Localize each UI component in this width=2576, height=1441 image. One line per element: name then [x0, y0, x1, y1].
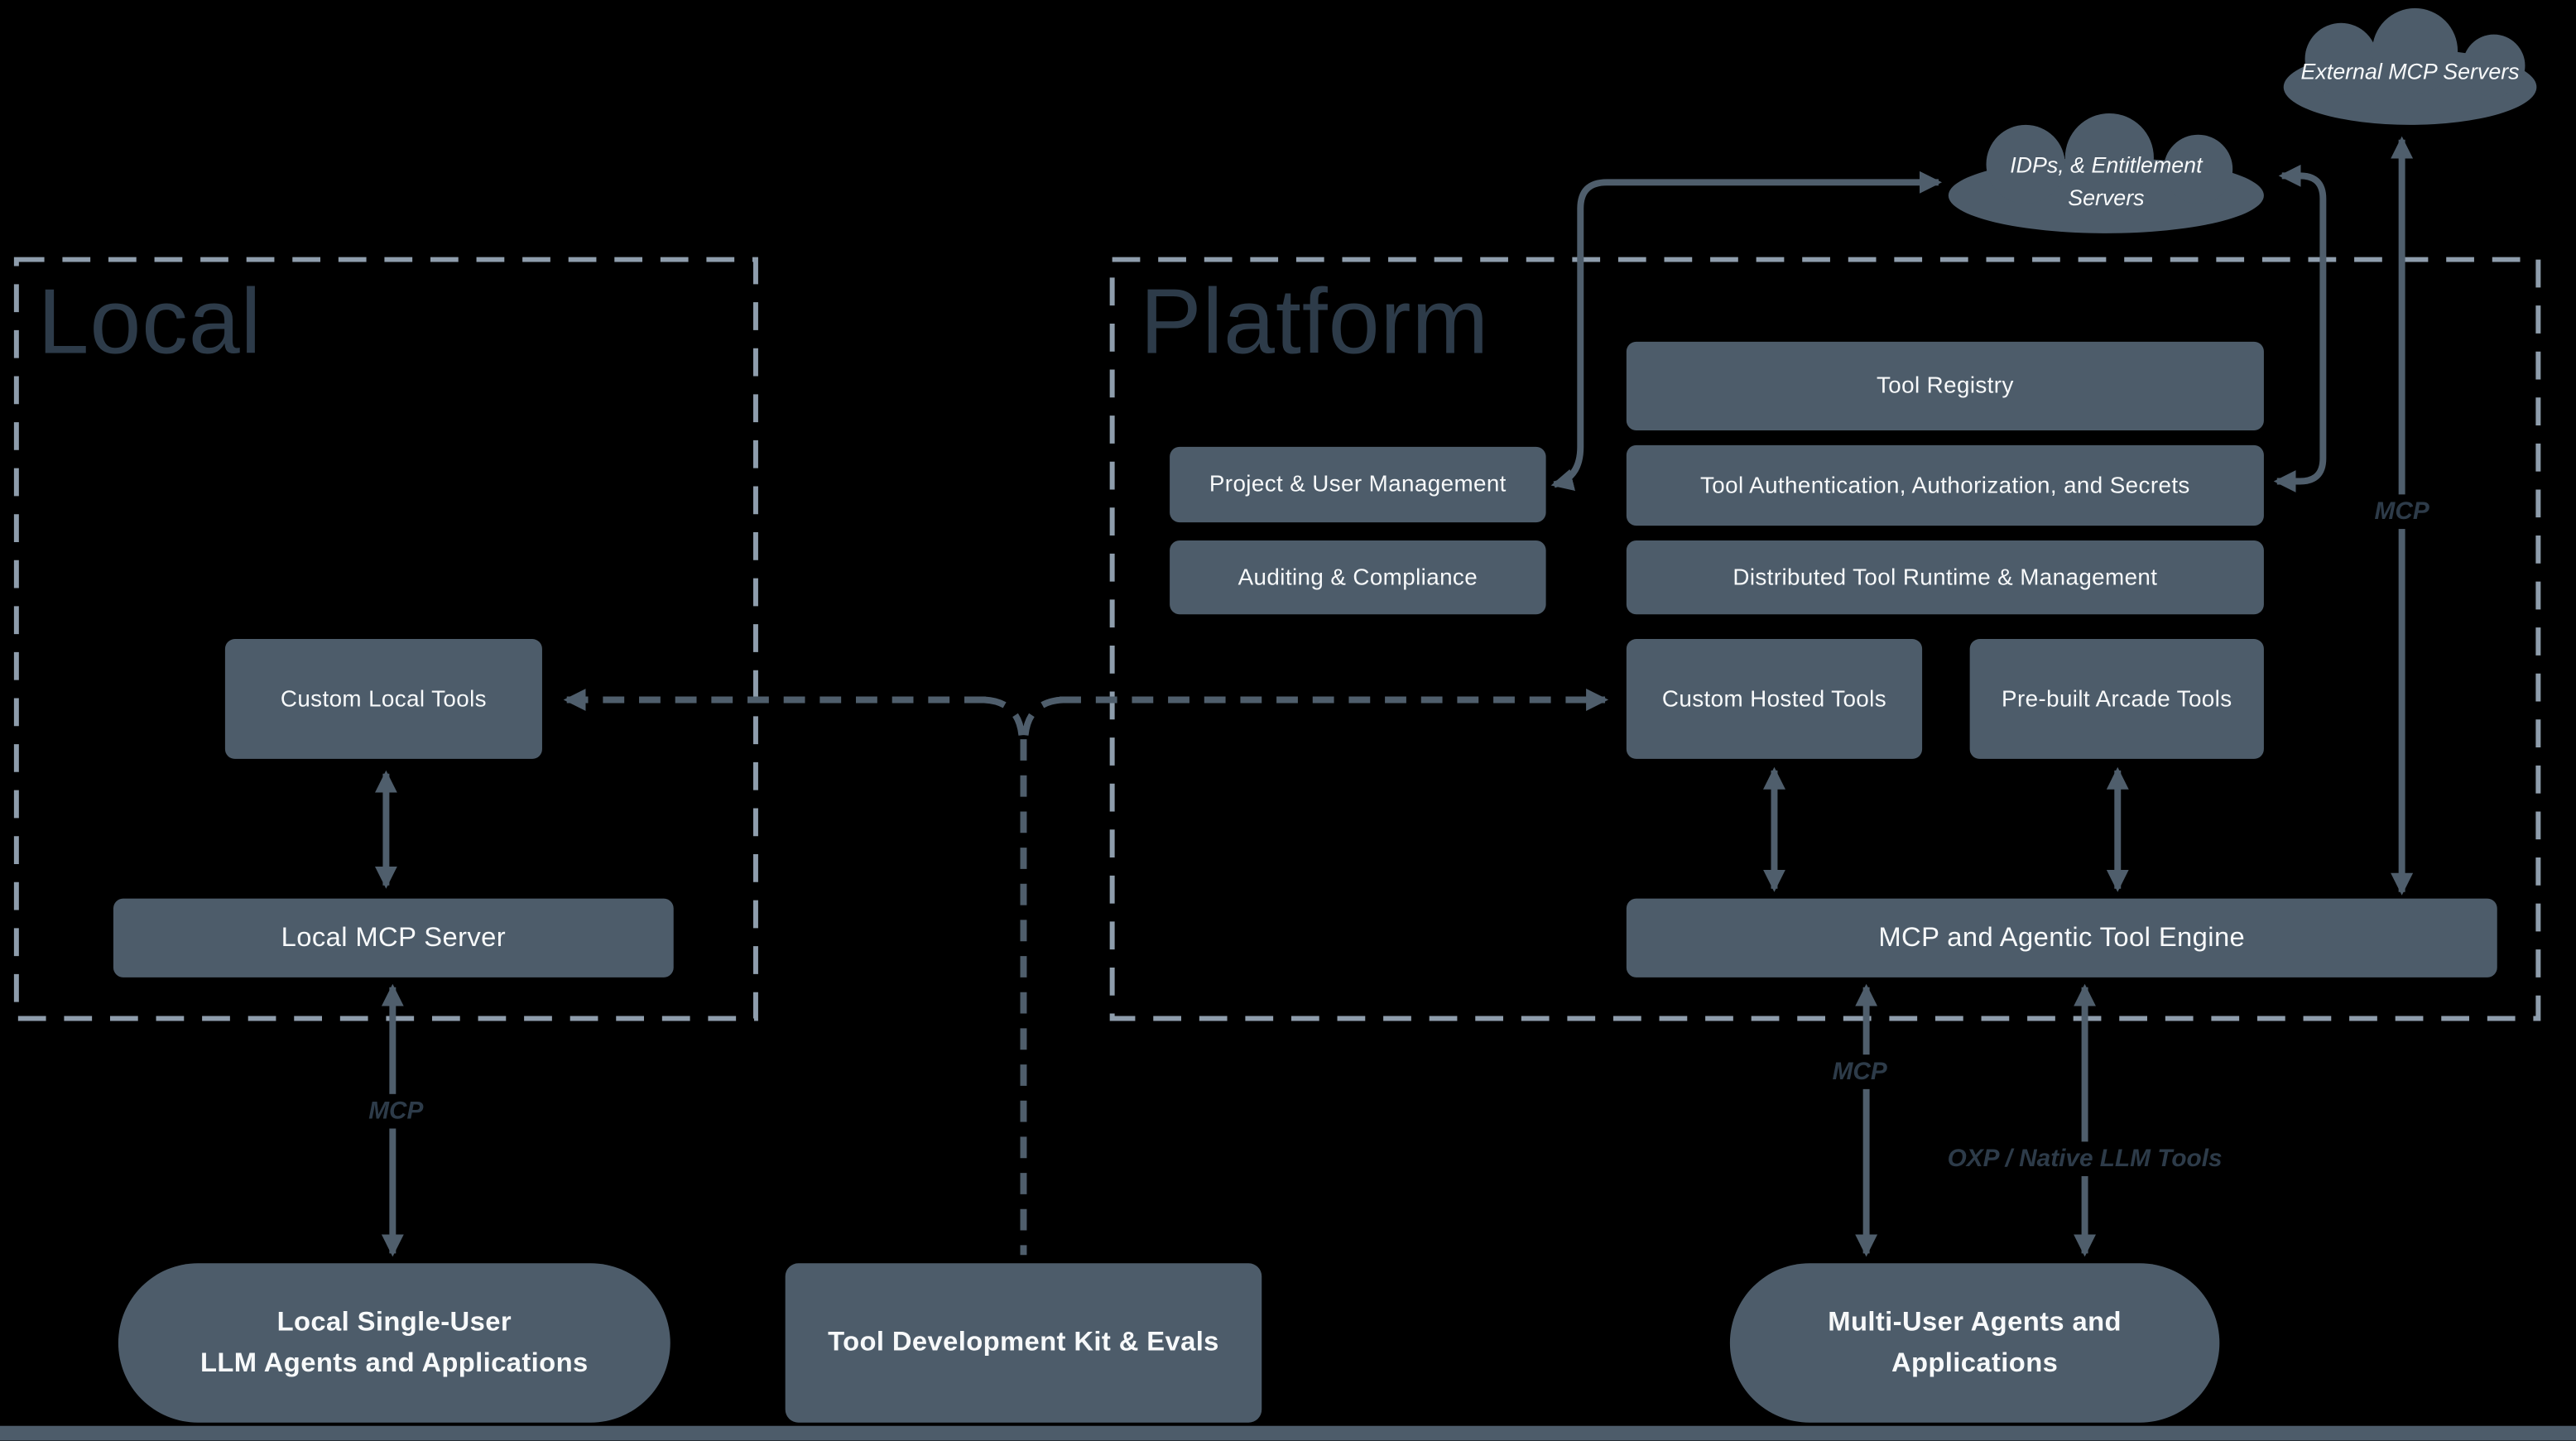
external-mcp-servers-cloud [2283, 7, 2537, 125]
project-user-management-node: Project & User Management [1170, 446, 1546, 523]
oxp-native-llm-tools-label: OXP / Native LLM Tools [1935, 1141, 2234, 1177]
idps-entitlement-cloud [1948, 113, 2264, 233]
tool-auth-node: Tool Authentication, Authorization, and … [1626, 444, 2264, 526]
mcp-label-local: MCP [357, 1093, 435, 1129]
local-agents-line2: LLM Agents and Applications [200, 1347, 589, 1378]
local-region-title: Local [37, 269, 262, 373]
tool-development-kit-node: Tool Development Kit & Evals [785, 1263, 1262, 1423]
idps-label-line1: IDPs, & Entitlement [2010, 152, 2203, 178]
local-agents-node: Local Single-User LLM Agents and Applica… [118, 1263, 670, 1423]
external-mcp-servers-label: External MCP Servers [2300, 59, 2520, 84]
local-agents-line1: Local Single-User [276, 1307, 512, 1338]
custom-hosted-tools-node: Custom Hosted Tools [1626, 639, 1923, 759]
bottom-edge-strip [0, 1425, 2576, 1441]
platform-region-title: Platform [1140, 269, 1490, 373]
mcp-agentic-tool-engine-node: MCP and Agentic Tool Engine [1626, 898, 2497, 977]
custom-local-tools-node: Custom Local Tools [224, 639, 542, 759]
mcp-label-external: MCP [2362, 494, 2441, 530]
multi-user-line2: Applications [1891, 1347, 2059, 1378]
dashed-connector-lines [563, 688, 1609, 1256]
auditing-compliance-node: Auditing & Compliance [1170, 540, 1546, 615]
multi-user-line1: Multi-User Agents and [1828, 1307, 2122, 1338]
idps-entitlement-label: IDPs, & Entitlement Servers [1955, 150, 2257, 214]
local-mcp-server-node: Local MCP Server [113, 898, 674, 977]
tool-registry-node: Tool Registry [1626, 341, 2264, 430]
prebuilt-arcade-tools-node: Pre-built Arcade Tools [1969, 639, 2264, 759]
connector-lines [374, 136, 2414, 1257]
multi-user-agents-node: Multi-User Agents and Applications [1729, 1263, 2220, 1423]
distributed-runtime-node: Distributed Tool Runtime & Management [1626, 540, 2264, 615]
mcp-label-agents: MCP [1820, 1054, 1899, 1089]
idps-label-line2: Servers [2068, 185, 2145, 210]
